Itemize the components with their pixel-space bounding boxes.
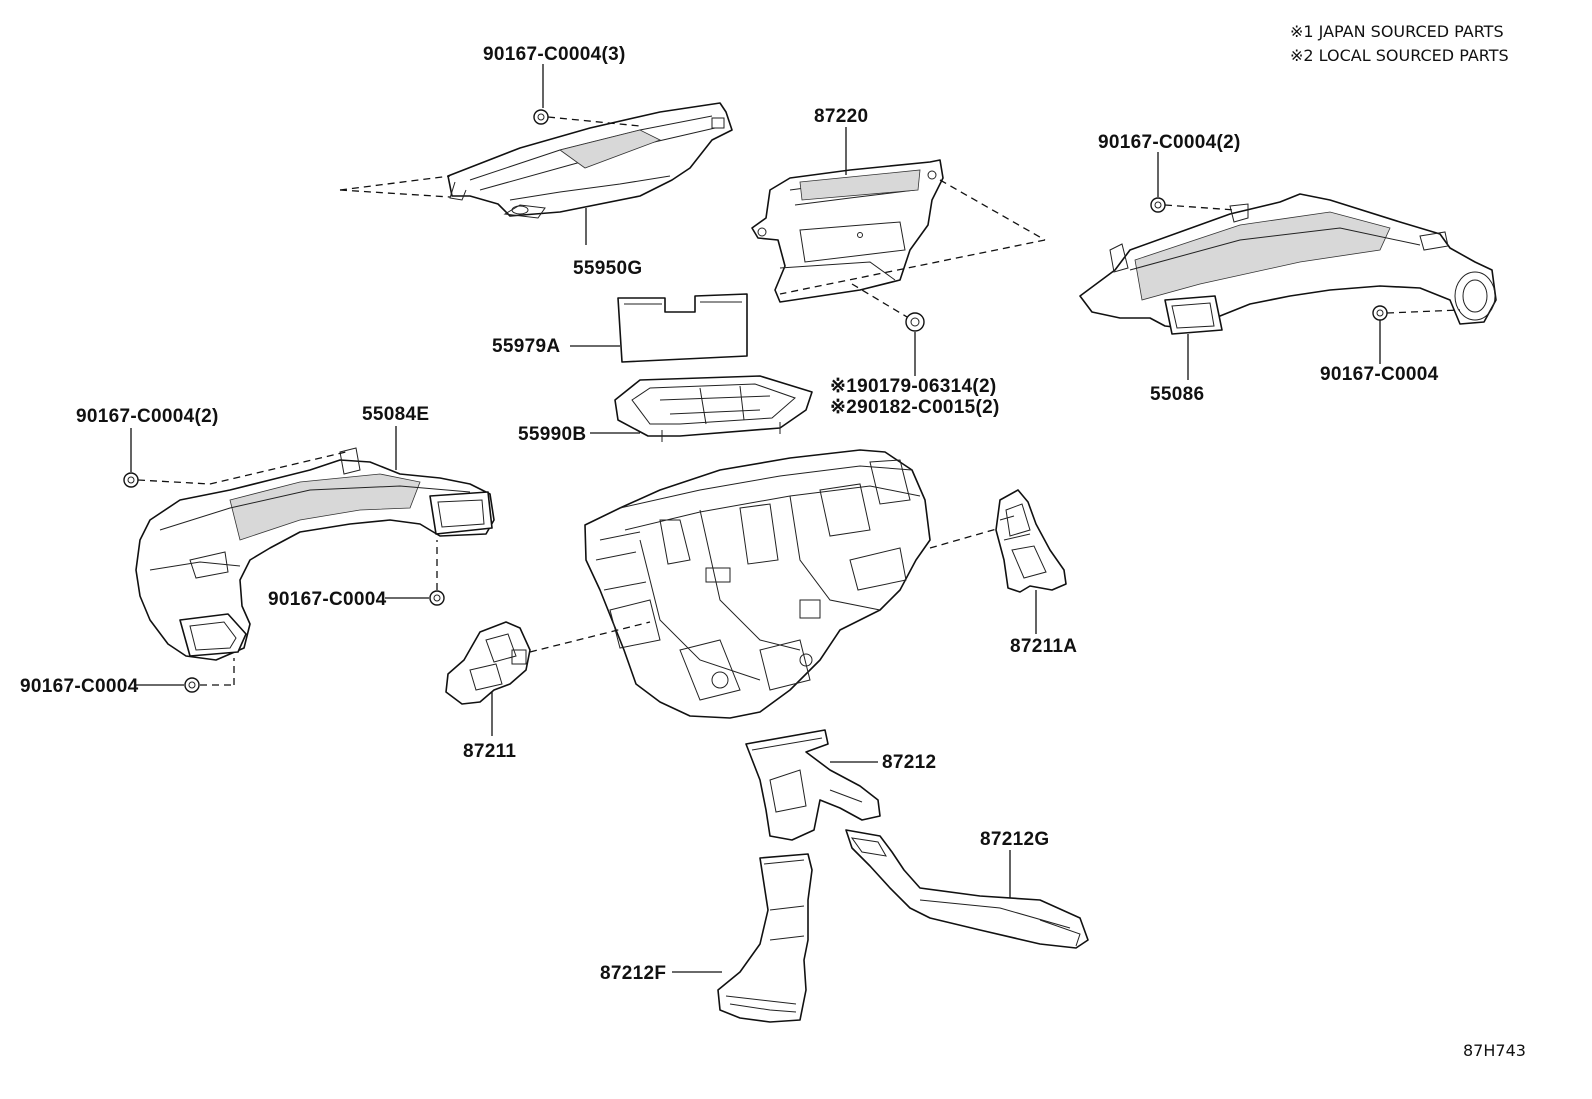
hvac-unit <box>584 449 931 719</box>
duct-55086 <box>1079 193 1497 335</box>
label-clip-1: ※190179-06314(2) <box>830 376 997 397</box>
label-90167-c0004-3: 90167-C0004(3) <box>483 44 626 65</box>
note-japan-sourced: ※1 JAPAN SOURCED PARTS <box>1290 22 1504 41</box>
duct-55950g <box>447 102 733 219</box>
duct-55084e <box>135 447 495 661</box>
screw-55084e-mid <box>429 590 445 606</box>
duct-87220 <box>751 159 944 303</box>
label-55084e: 55084E <box>362 404 429 425</box>
cover-55990b <box>614 375 813 442</box>
label-55979a: 55979A <box>492 336 560 357</box>
diagram-code: 87H743 <box>1463 1041 1526 1060</box>
label-clip-2: ※290182-C0015(2) <box>830 397 1000 418</box>
label-55086: 55086 <box>1150 384 1204 405</box>
label-87220: 87220 <box>814 106 868 127</box>
label-55990b: 55990B <box>518 424 586 445</box>
filter-55979a <box>617 293 748 363</box>
label-87212: 87212 <box>882 752 936 773</box>
duct-87211a <box>995 489 1067 593</box>
label-55084e-screw-low: 90167-C0004 <box>20 676 139 697</box>
clip-nut <box>905 312 925 332</box>
duct-87212f <box>717 853 813 1023</box>
screw-55950g <box>533 109 549 125</box>
screw-55086-right <box>1372 305 1388 321</box>
note-local-sourced: ※2 LOCAL SOURCED PARTS <box>1290 46 1509 65</box>
label-55084e-screw-mid: 90167-C0004 <box>268 589 387 610</box>
label-55950g: 55950G <box>573 258 642 279</box>
duct-87212g <box>845 829 1089 949</box>
screw-55084e-low <box>184 677 200 693</box>
label-55086-screw: 90167-C0004 <box>1320 364 1439 385</box>
label-87211a: 87211A <box>1010 636 1077 657</box>
screw-55084e-top <box>123 472 139 488</box>
screw-55086-top <box>1150 197 1166 213</box>
label-87212g: 87212G <box>980 829 1049 850</box>
label-55086-screw-top: 90167-C0004(2) <box>1098 132 1241 153</box>
label-55084e-screw-top: 90167-C0004(2) <box>76 406 219 427</box>
duct-87212 <box>745 729 881 841</box>
label-87211: 87211 <box>463 741 516 762</box>
label-87212f: 87212F <box>600 963 666 984</box>
duct-87211 <box>445 621 531 705</box>
